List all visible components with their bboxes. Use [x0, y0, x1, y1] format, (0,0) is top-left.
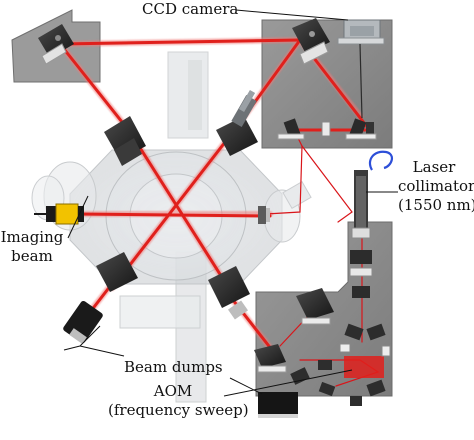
fiber-to-camera — [359, 43, 363, 119]
imaging-beam-label-line-2: beam — [11, 247, 53, 265]
imaging-beam-label-line-1: Imaging — [0, 228, 64, 246]
beam-dump-right — [228, 300, 248, 320]
imaging-beam-optics — [34, 203, 84, 225]
aom-label-line-2: (frequency sweep) — [108, 401, 249, 419]
laser-collimator-label: Laser collimator (1550 nm) — [398, 158, 474, 215]
ccd-camera-label: CCD camera — [142, 0, 239, 18]
aom-device — [258, 392, 298, 418]
imaging-beam-label: Imaging beam — [0, 228, 64, 266]
laser-collimator-tube — [349, 170, 373, 298]
viewport-upper-right — [216, 89, 258, 156]
chamber-side-mirror — [258, 206, 270, 224]
laser-collimator-label-line-1: Laser — [412, 158, 456, 176]
mirror-mount-top-left — [38, 24, 74, 65]
aom-label: AOM (frequency sweep) — [108, 382, 249, 420]
laser-collimator-label-line-3: (1550 nm) — [398, 196, 474, 214]
optics-lower-right — [254, 288, 391, 406]
small-optics-top-right — [277, 118, 377, 140]
fiber-cable — [368, 150, 393, 171]
ccd-camera-body — [337, 19, 385, 45]
viewport-upper-left — [104, 116, 146, 166]
viewport-lower-left — [96, 252, 138, 292]
aom-label-line-1: AOM — [153, 382, 193, 400]
beam-dump-left — [63, 300, 103, 344]
mirror-mount-top-right — [292, 18, 330, 65]
viewport-lower-right — [208, 266, 250, 308]
beam-dumps-label: Beam dumps — [124, 358, 223, 376]
leader-lines — [63, 9, 398, 397]
laser-collimator-label-line-2: collimator — [398, 177, 474, 195]
